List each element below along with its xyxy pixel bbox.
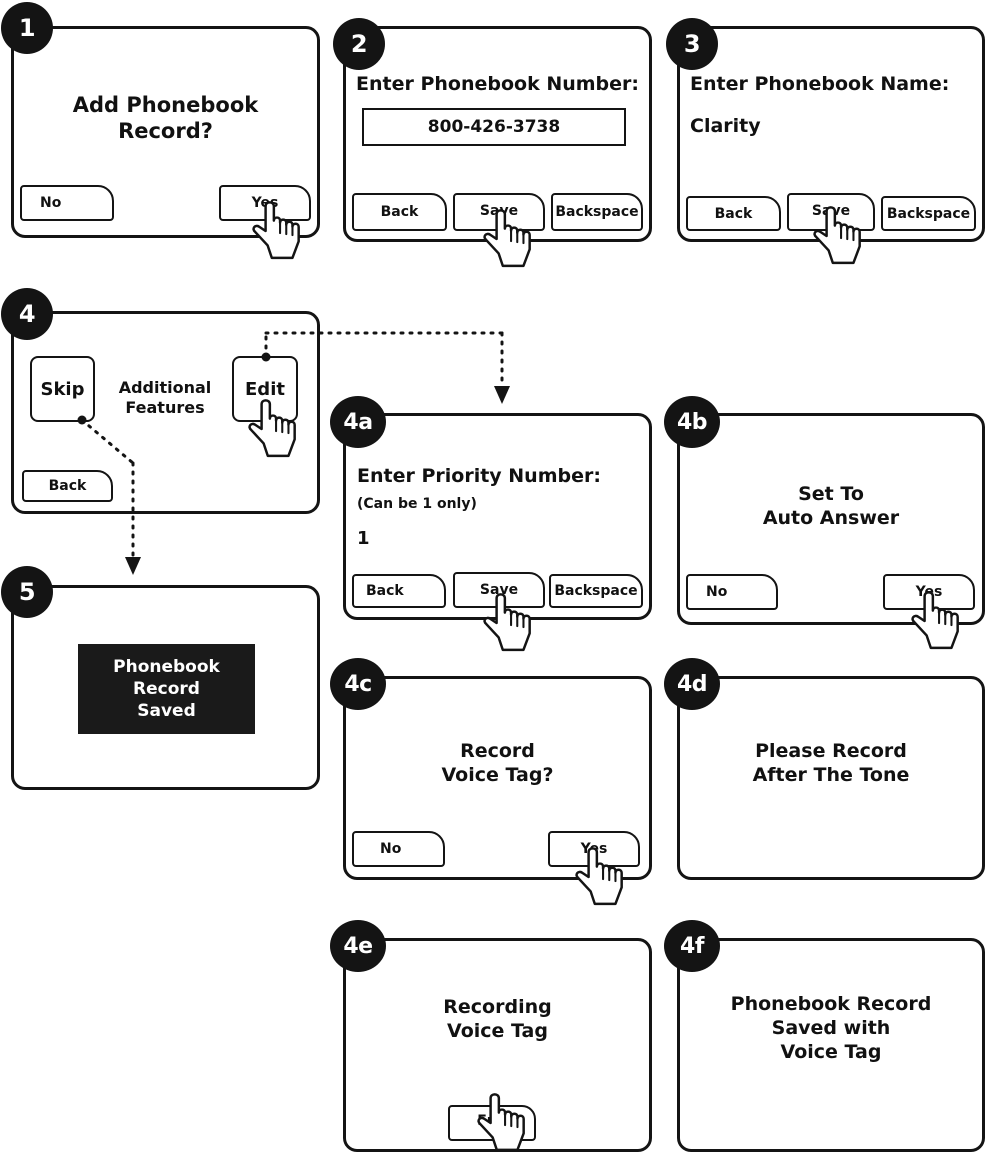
step-5-badge: 5 <box>1 566 53 618</box>
step-3-name-value: Clarity <box>690 115 761 137</box>
step-4c-prompt: Record Voice Tag? <box>343 740 652 788</box>
step-4-line-2: Features <box>125 398 205 417</box>
step-2-title: Enter Phonebook Number: <box>355 73 639 95</box>
step-3-badge: 3 <box>666 18 718 70</box>
step-1-badge: 1 <box>1 2 53 54</box>
step-5-line-2: Record <box>133 678 200 699</box>
step-4c-no-button[interactable]: No <box>352 831 445 867</box>
step-4b-line-2: Auto Answer <box>762 506 900 529</box>
step-4b-prompt: Set To Auto Answer <box>677 483 985 531</box>
step-4f-line-3: Voice Tag <box>780 1040 882 1063</box>
step-5-line-3: Saved <box>137 701 196 722</box>
step-2-backspace-button[interactable]: Backspace <box>551 193 643 231</box>
step-4f-panel <box>677 938 985 1152</box>
step-4e-line-2: Voice Tag <box>447 1019 548 1042</box>
step-4d-panel <box>677 676 985 880</box>
step-4b-line-1: Set To <box>798 483 864 505</box>
step-4b-badge: 4b <box>664 396 720 448</box>
step-4a-title: Enter Priority Number: <box>357 465 601 487</box>
step-1-no-button[interactable]: No <box>20 185 114 221</box>
pointing-hand-icon <box>911 591 959 650</box>
step-4e-line-1: Recording <box>443 996 552 1018</box>
step-4a-subtitle: (Can be 1 only) <box>357 496 477 512</box>
step-4a-back-button[interactable]: Back <box>352 574 446 608</box>
step-4d-badge: 4d <box>664 658 720 710</box>
step-5-line-1: Phonebook <box>113 656 220 677</box>
step-4d-line-2: After The Tone <box>752 763 910 786</box>
step-4c-line-2: Voice Tag? <box>441 763 554 786</box>
step-4-back-button[interactable]: Back <box>22 470 113 502</box>
step-4f-badge: 4f <box>664 920 720 972</box>
step-4a-badge: 4a <box>330 396 386 448</box>
step-4f-message: Phonebook Record Saved with Voice Tag <box>677 993 985 1064</box>
step-3-title: Enter Phonebook Name: <box>690 73 950 95</box>
pointing-hand-icon <box>477 1093 525 1152</box>
step-4f-line-1: Phonebook Record <box>730 993 932 1015</box>
step-4-line-1: Additional <box>118 378 212 397</box>
step-2-number-field[interactable]: 800-426-3738 <box>362 108 626 146</box>
step-4a-priority-value: 1 <box>357 528 370 549</box>
pointing-hand-icon <box>483 593 531 652</box>
step-2-badge: 2 <box>333 18 385 70</box>
step-4d-line-1: Please Record <box>755 740 907 762</box>
step-4a-backspace-button[interactable]: Backspace <box>549 574 643 608</box>
pointing-hand-icon <box>483 209 531 268</box>
step-4d-prompt: Please Record After The Tone <box>677 740 985 788</box>
pointing-hand-icon <box>248 399 296 458</box>
step-4b-no-button[interactable]: No <box>686 574 778 610</box>
step-1-prompt: Add Phonebook Record? <box>11 92 320 145</box>
step-5-saved-message: Phonebook Record Saved <box>78 644 255 734</box>
step-4-badge: 4 <box>1 288 53 340</box>
step-1-line-2: Record? <box>118 119 213 144</box>
step-4f-line-2: Saved with <box>771 1016 891 1039</box>
step-3-backspace-button[interactable]: Backspace <box>881 196 976 231</box>
step-1-line-1: Add Phonebook <box>72 93 259 117</box>
step-2-back-button[interactable]: Back <box>352 193 447 231</box>
step-4e-badge: 4e <box>330 920 386 972</box>
pointing-hand-icon <box>575 847 623 906</box>
step-4-skip-button[interactable]: Skip <box>30 356 95 422</box>
step-4c-badge: 4c <box>330 658 386 710</box>
pointing-hand-icon <box>813 206 861 265</box>
pointing-hand-icon <box>252 201 300 260</box>
step-3-back-button[interactable]: Back <box>686 196 781 231</box>
step-4-label: Additional Features <box>105 378 225 418</box>
step-4e-prompt: Recording Voice Tag <box>343 996 652 1044</box>
step-4c-line-1: Record <box>460 740 535 762</box>
